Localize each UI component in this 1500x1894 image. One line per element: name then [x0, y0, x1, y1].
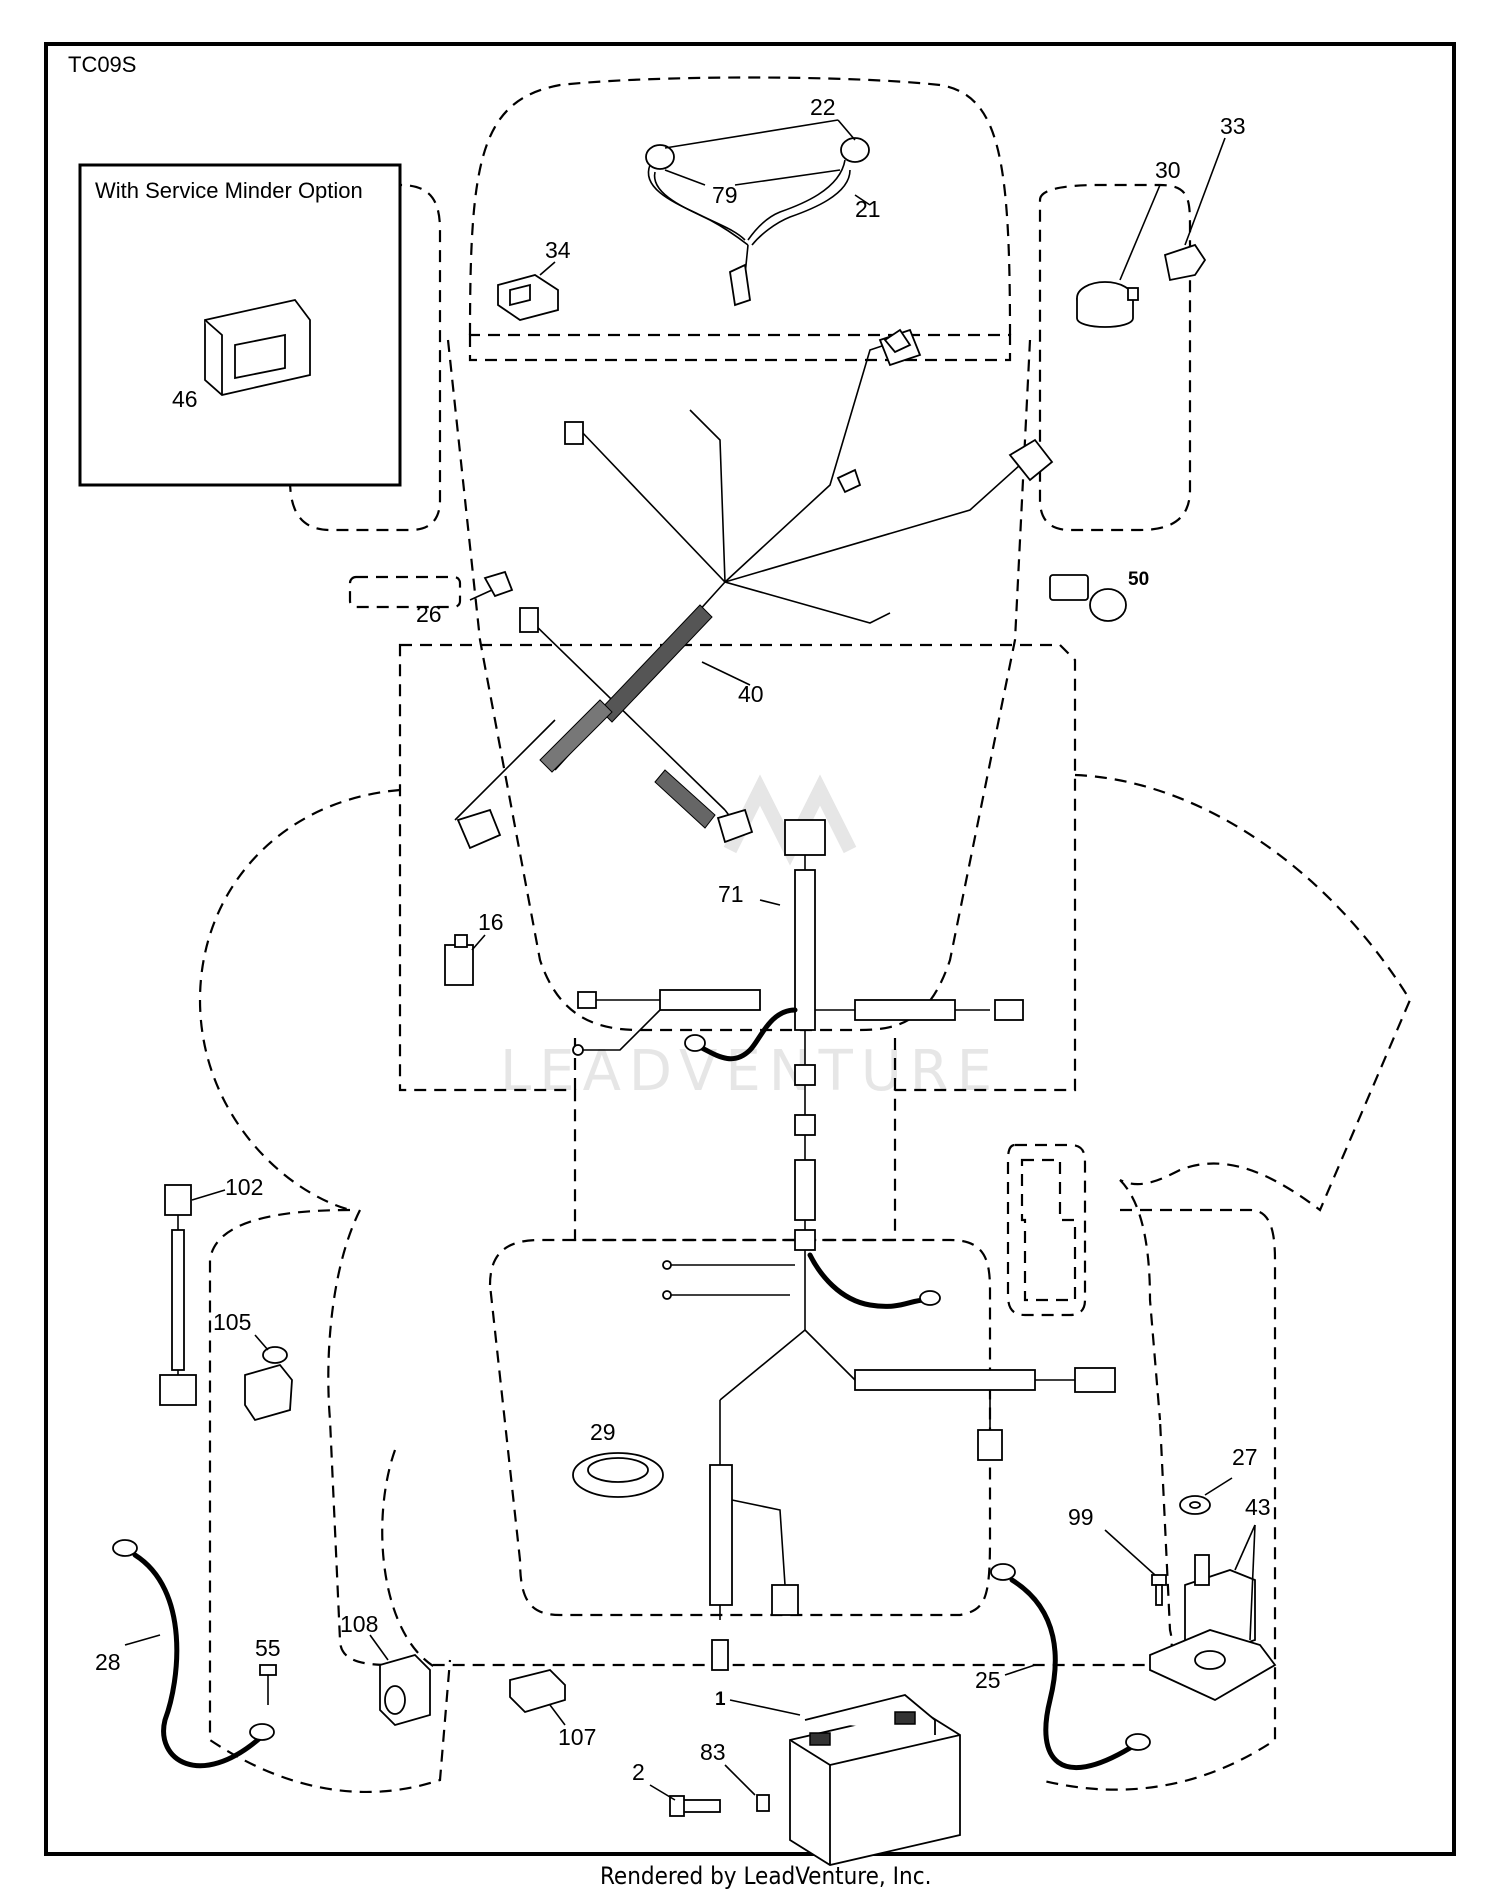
- label-71: 71: [718, 881, 744, 907]
- label-108: 108: [340, 1611, 378, 1637]
- label-83: 83: [700, 1739, 726, 1765]
- label-34: 34: [545, 237, 571, 263]
- inset-service-minder: With Service Minder Option 46: [78, 163, 402, 487]
- label-16: 16: [478, 909, 504, 935]
- part-chassis-harness-71: 71: [572, 819, 1024, 1251]
- inset-title: With Service Minder Option: [95, 178, 363, 203]
- part-switch-34: 34: [497, 237, 571, 321]
- part-fuse-26: 26: [416, 570, 514, 627]
- label-2: 2: [632, 1759, 645, 1785]
- tractor-outline: [198, 76, 1412, 1794]
- label-102: 102: [225, 1174, 263, 1200]
- label-22: 22: [810, 94, 836, 120]
- label-21: 21: [855, 196, 881, 222]
- part-bolt-2: 2: [632, 1759, 721, 1817]
- part-bolt-55: 55: [255, 1635, 281, 1705]
- part-nut-27: 27: [1179, 1444, 1258, 1515]
- label-29: 29: [590, 1419, 616, 1445]
- label-1: 1: [715, 1689, 726, 1710]
- part-headlight-harness: 22 79 21: [645, 94, 881, 307]
- diagram-border: [44, 42, 1456, 1856]
- part-solenoid-105: 105: [213, 1309, 293, 1422]
- diagram-code: TC09S: [68, 52, 136, 77]
- label-27: 27: [1232, 1444, 1258, 1470]
- label-105: 105: [213, 1309, 251, 1335]
- part-nut-83: 83: [700, 1739, 770, 1812]
- part-lower-harness: [662, 1250, 1116, 1671]
- part-cable-28: 28: [95, 1539, 275, 1769]
- watermark: LEADVENTURE: [500, 774, 992, 1104]
- label-107: 107: [558, 1724, 596, 1750]
- part-cable-25: 25: [975, 1563, 1151, 1770]
- label-25: 25: [975, 1667, 1001, 1693]
- part-bolt-99: 99: [1068, 1504, 1167, 1606]
- part-horn-29: 29: [572, 1419, 664, 1498]
- part-module-107: 107: [509, 1669, 596, 1750]
- part-ignition-switch: 30 33: [1076, 113, 1246, 328]
- label-33: 33: [1220, 113, 1246, 139]
- part-pto-switch: 50: [1049, 569, 1149, 622]
- label-55: 55: [255, 1635, 281, 1661]
- label-50: 50: [1128, 569, 1149, 590]
- part-harness-102: 102: [159, 1174, 263, 1406]
- label-43: 43: [1245, 1494, 1271, 1520]
- part-solenoid-43: 43: [1149, 1494, 1277, 1702]
- label-99: 99: [1068, 1504, 1094, 1530]
- label-26: 26: [416, 601, 442, 627]
- part-relay-16: 16: [444, 909, 504, 986]
- part-battery-1: 1: [715, 1689, 961, 1866]
- label-46: 46: [172, 386, 198, 412]
- label-30: 30: [1155, 157, 1181, 183]
- part-main-harness-40: 40: [454, 328, 1054, 850]
- part-module-108: 108: [340, 1611, 431, 1727]
- label-79: 79: [712, 182, 738, 208]
- footer-credit: Rendered by LeadVenture, Inc.: [600, 1862, 931, 1890]
- label-40: 40: [738, 681, 764, 707]
- label-28: 28: [95, 1649, 121, 1675]
